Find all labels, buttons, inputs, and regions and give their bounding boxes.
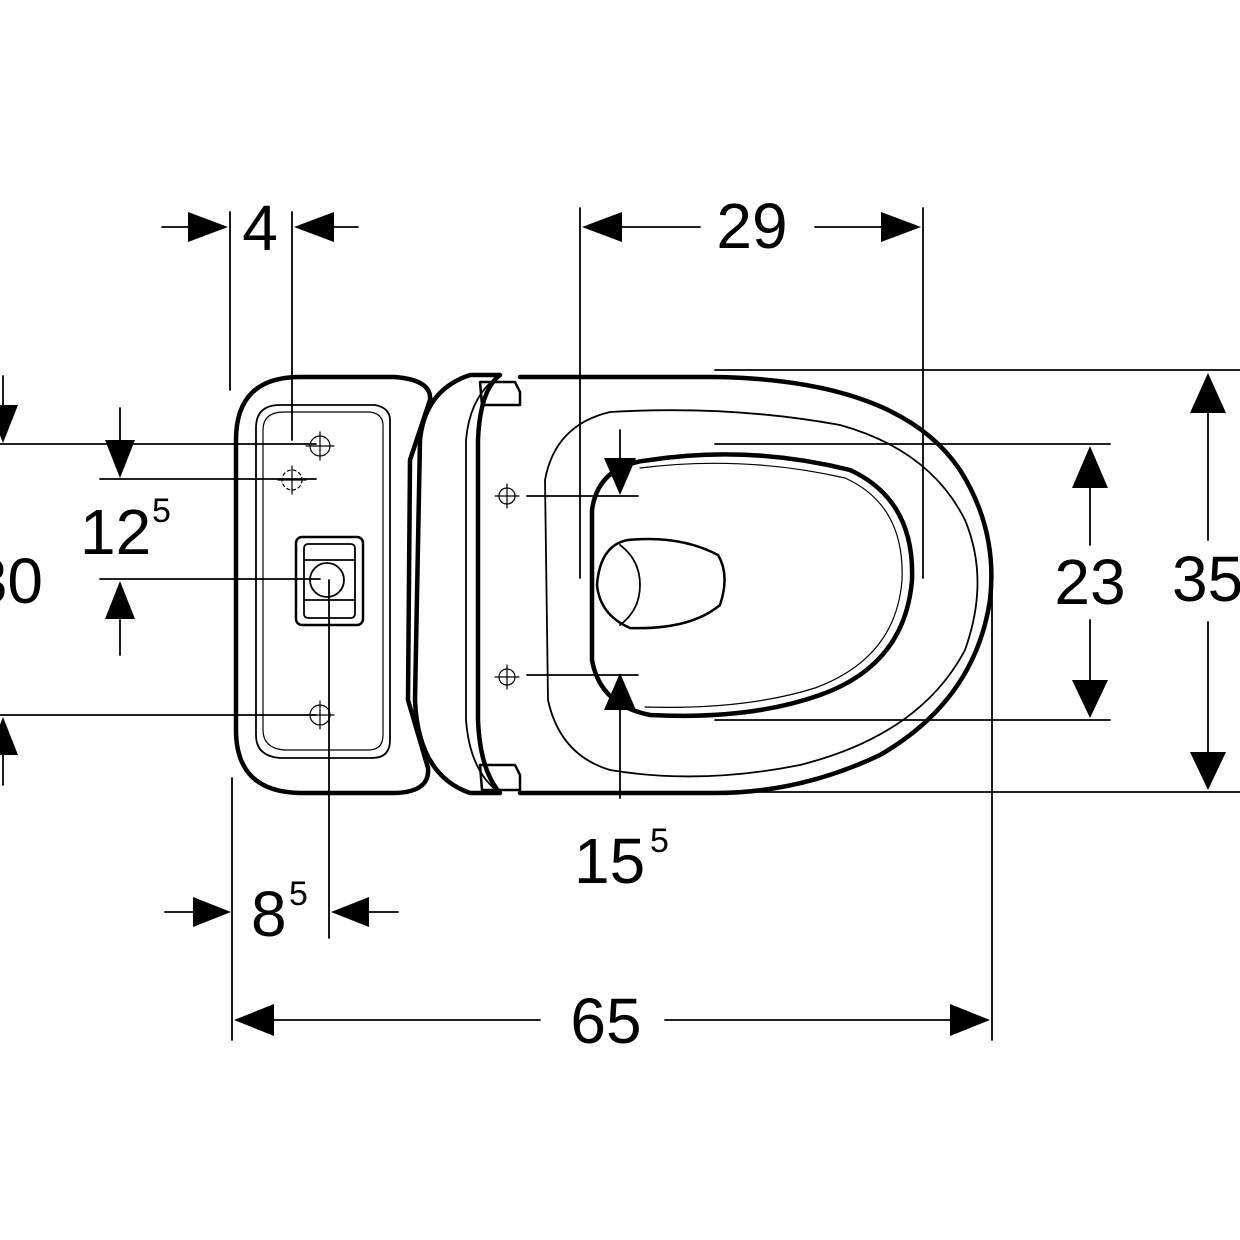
hinge-crosshair-bottom <box>494 664 520 690</box>
hinge-crosshair-top <box>494 483 520 509</box>
dimension-8-5: 8 5 <box>164 875 399 950</box>
dimension-12-5-superscript: 5 <box>152 492 171 530</box>
cistern <box>233 374 433 796</box>
dimension-35-label: 35 <box>1172 543 1240 615</box>
dimension-15-5: 15 5 <box>574 458 669 897</box>
dimension-15-5-superscript: 5 <box>650 822 669 860</box>
dimension-29: 29 <box>582 190 921 262</box>
dimension-30-label: 30 <box>0 545 43 617</box>
dimension-65-label: 65 <box>570 985 641 1057</box>
dimension-65: 65 <box>234 985 990 1057</box>
dimension-23: 23 <box>1054 446 1126 718</box>
dimension-4: 4 <box>161 192 359 264</box>
bowl <box>517 374 994 796</box>
extension-lines <box>0 207 1240 1041</box>
dimension-23-label: 23 <box>1054 546 1125 618</box>
mounting-crosshair-top <box>305 431 335 461</box>
dimension-30: 30 <box>0 375 43 786</box>
dimension-8-5-superscript: 5 <box>289 875 308 913</box>
dimension-8-5-label: 8 <box>251 878 287 950</box>
dimension-35: 35 <box>1172 373 1240 790</box>
dimension-15-5-label: 15 <box>574 825 645 897</box>
seat-hinge-area <box>412 372 522 796</box>
dimension-4-label: 4 <box>242 192 278 264</box>
dimension-12-5-label: 12 <box>80 496 151 568</box>
dimension-12-5: 12 5 <box>80 407 171 656</box>
dimension-29-label: 29 <box>716 190 787 262</box>
mounting-crosshair-dashed <box>277 465 307 495</box>
